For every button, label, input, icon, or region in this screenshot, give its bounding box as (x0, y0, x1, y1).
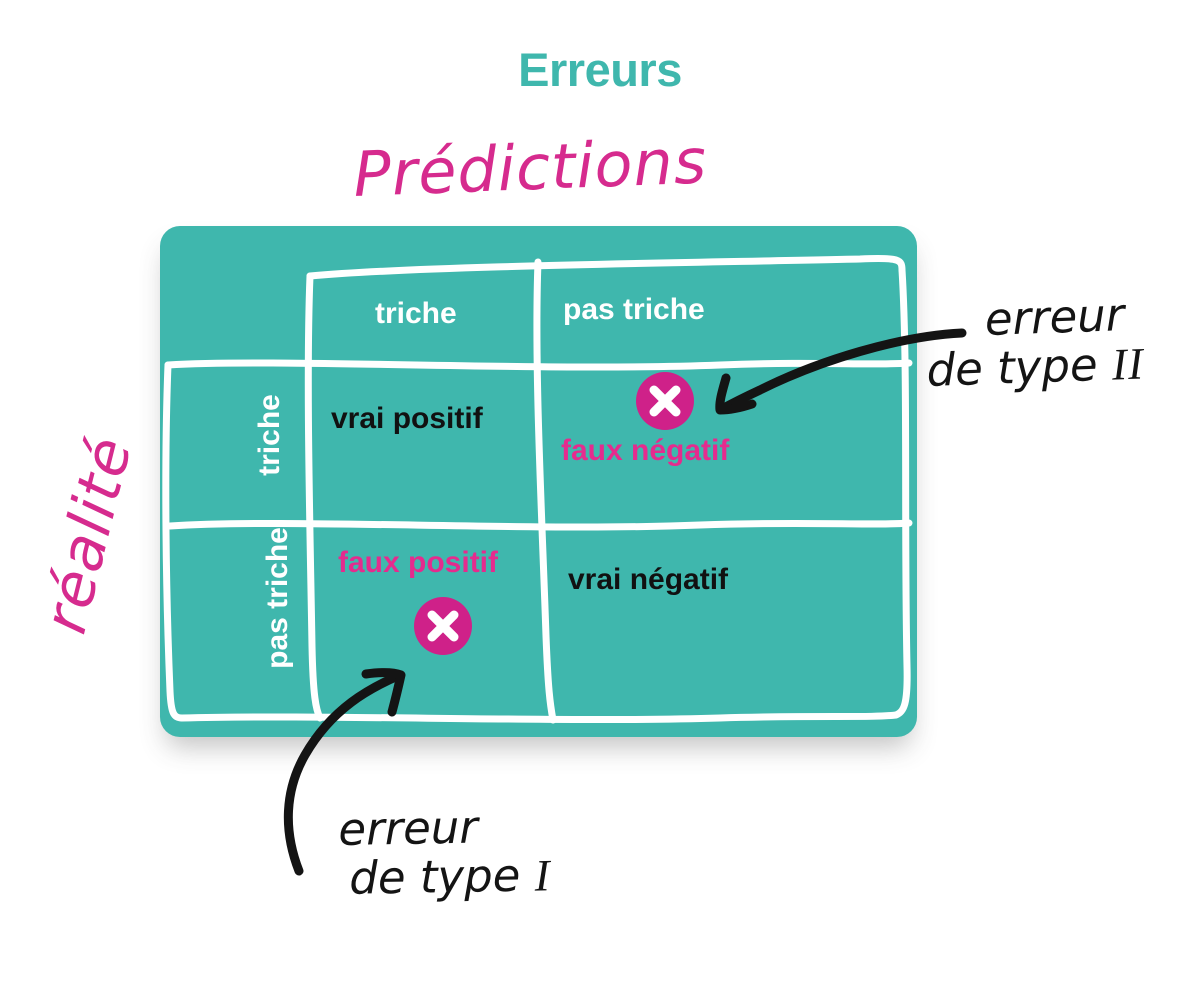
annotation-type-2: erreur de type II (926, 288, 1145, 396)
annotation-type-1-line2: de type I (348, 848, 552, 905)
annotation-type-2-numeral: II (1110, 338, 1145, 390)
row-header-triche: triche (253, 394, 286, 476)
cell-vrai-negatif: vrai négatif (568, 563, 729, 596)
annotation-type-2-prefix: de type (925, 337, 1113, 397)
error-x-icon-faux-positif (414, 597, 472, 655)
row-header-pas-triche: pas triche (261, 527, 294, 669)
annotation-type-1-numeral: I (534, 849, 552, 901)
column-header-triche: triche (375, 297, 457, 330)
realite-axis-label: réalité (29, 429, 147, 641)
column-header-pas-triche: pas triche (563, 293, 705, 326)
cell-faux-positif: faux positif (338, 546, 499, 579)
cell-faux-negatif: faux négatif (561, 434, 730, 467)
error-x-icon-faux-negatif (636, 372, 694, 430)
predictions-axis-label: Prédictions (352, 124, 709, 211)
annotation-type-1-line1: erreur (337, 800, 479, 856)
page-title: Erreurs (518, 43, 682, 96)
annotation-type-2-line2: de type II (925, 337, 1145, 397)
annotation-type-1: erreur de type I (337, 800, 552, 905)
cell-vrai-positif: vrai positif (331, 402, 483, 435)
annotation-type-1-prefix: de type (348, 848, 536, 905)
